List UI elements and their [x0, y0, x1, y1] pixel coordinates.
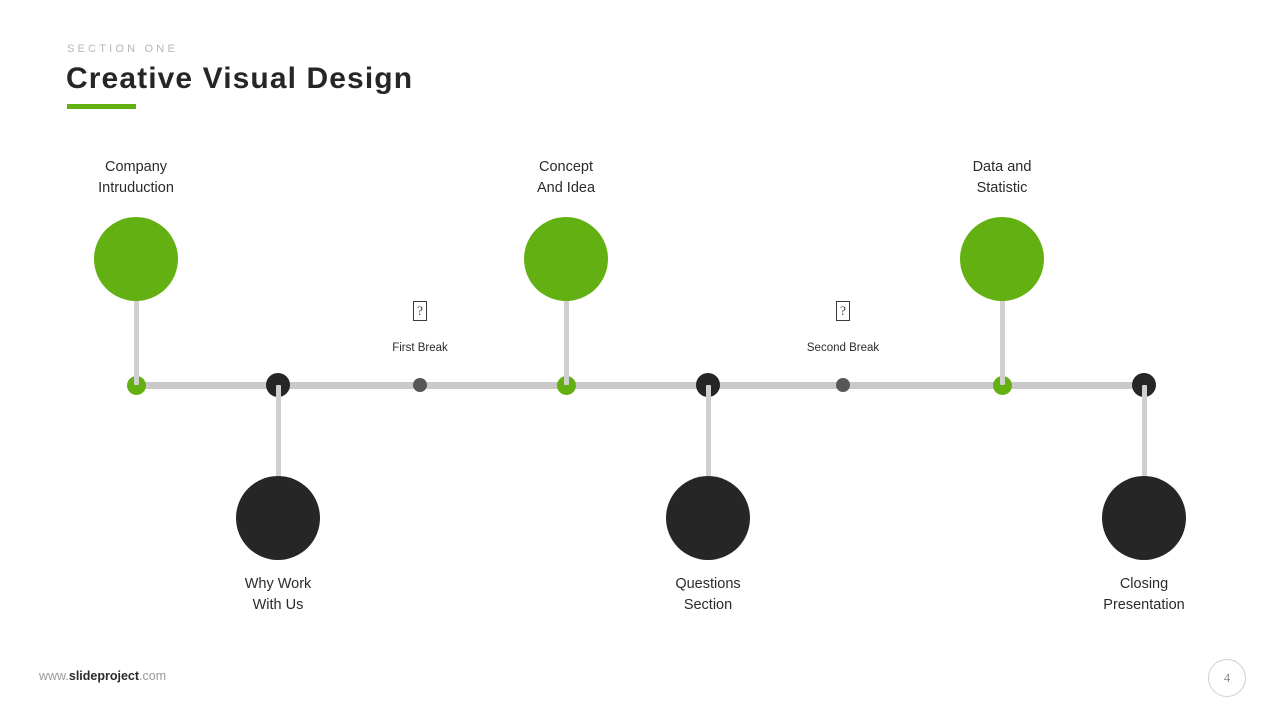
timeline-dot-concept-and-idea[interactable] — [556, 375, 576, 395]
timeline-connector-closing-presentation — [1142, 385, 1147, 480]
break-marker-icon-second-break: ? — [836, 301, 850, 321]
page-title: Creative Visual Design — [66, 62, 414, 95]
timeline-connector-questions-section — [706, 385, 711, 480]
page-number-badge: 4 — [1208, 659, 1246, 697]
timeline-bubble-company-intruduction[interactable] — [94, 217, 178, 301]
timeline-axis — [136, 382, 1145, 389]
timeline-label-why-work-with-us: Why Work With Us — [244, 576, 312, 613]
footer-url-suffix: .com — [139, 669, 167, 683]
timeline-dot-data-and-statistic[interactable] — [992, 375, 1012, 395]
timeline-label-concept-and-idea: Concept And Idea — [536, 159, 596, 196]
timeline-connector-why-work-with-us — [276, 385, 281, 480]
timeline-dot-company-intruduction[interactable] — [126, 375, 146, 395]
section-eyebrow: SECTION ONE — [67, 43, 178, 55]
footer-url-brand: slideproject — [68, 669, 140, 683]
timeline-bubble-concept-and-idea[interactable] — [524, 217, 608, 301]
footer-url[interactable]: www.slideproject.com — [39, 669, 166, 683]
timeline-bubble-why-work-with-us[interactable] — [236, 476, 320, 560]
break-label-first-break: First Break — [392, 342, 448, 354]
timeline-dot-second-break[interactable] — [836, 378, 850, 392]
break-marker-icon-first-break: ? — [413, 301, 427, 321]
timeline-bubble-closing-presentation[interactable] — [1102, 476, 1186, 560]
footer-url-prefix: www. — [39, 669, 69, 683]
timeline-connector-data-and-statistic — [1000, 297, 1005, 385]
timeline-label-questions-section: Questions Section — [675, 576, 741, 613]
timeline-connector-company-intruduction — [134, 297, 139, 385]
timeline-connector-concept-and-idea — [564, 297, 569, 385]
timeline-bubble-questions-section[interactable] — [666, 476, 750, 560]
break-label-second-break: Second Break — [806, 342, 880, 354]
timeline-bubble-data-and-statistic[interactable] — [960, 217, 1044, 301]
title-accent-rule — [67, 104, 136, 109]
timeline-label-data-and-statistic: Data and Statistic — [972, 159, 1032, 196]
timeline-label-company-intruduction: Company Intruduction — [98, 159, 174, 196]
timeline-label-closing-presentation: Closing Presentation — [1103, 576, 1185, 613]
timeline-dot-first-break[interactable] — [413, 378, 427, 392]
